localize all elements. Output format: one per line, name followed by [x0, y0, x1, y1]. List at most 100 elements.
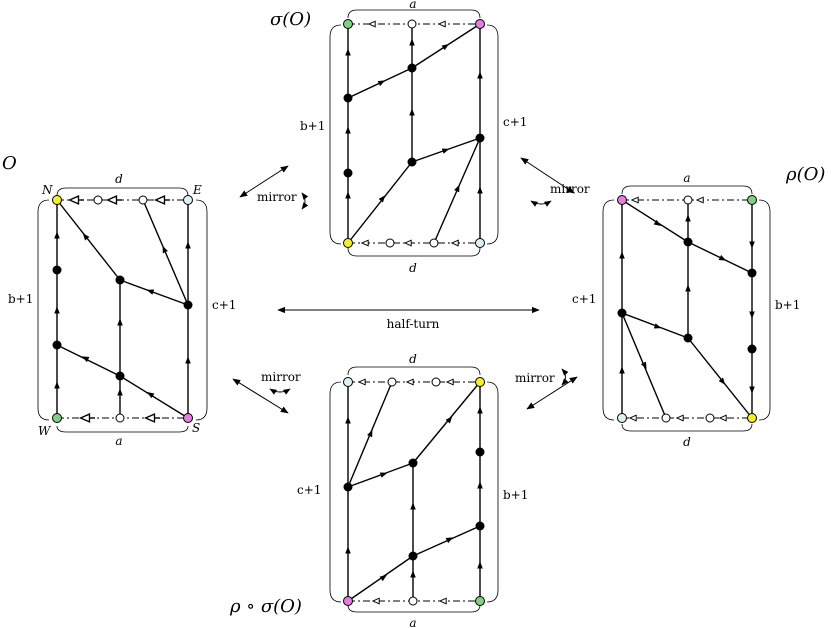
rotation-symbol — [530, 200, 552, 207]
white-vertex — [408, 596, 418, 606]
black-vertex — [683, 237, 693, 247]
label-c1: c+1 — [212, 298, 236, 312]
black-vertex — [408, 458, 418, 468]
black-vertex — [115, 275, 125, 285]
black-vertex — [408, 551, 418, 561]
edge — [347, 161, 413, 244]
brace-right — [486, 381, 499, 603]
label-d: d — [683, 435, 691, 449]
black-vertex — [475, 133, 485, 143]
edge — [412, 525, 481, 557]
black-vertex — [747, 268, 757, 278]
panel-rho-O: a d c+1 b+1 — [572, 171, 800, 449]
rotation-symbol — [301, 192, 309, 210]
edge — [347, 555, 414, 602]
mirror-label: mirror — [515, 371, 555, 385]
black-vertex — [52, 265, 62, 275]
corner-vertex-N — [52, 195, 62, 205]
brace-top — [621, 185, 753, 195]
white-vertex — [385, 238, 395, 248]
black-vertex — [343, 482, 353, 492]
black-vertex — [747, 344, 757, 354]
corner-vertex — [343, 377, 353, 387]
edge — [412, 381, 481, 464]
brace-bottom — [621, 423, 753, 432]
corner-vertex — [475, 596, 485, 606]
mirror-label: mirror — [261, 370, 301, 384]
corner-vertex — [475, 19, 485, 29]
edge — [687, 337, 753, 419]
title-rho-O: ρ(O) — [785, 164, 825, 185]
corner-vertex — [343, 19, 353, 29]
corner-vertex — [343, 238, 353, 248]
brace-bottom — [56, 425, 189, 433]
white-vertex — [683, 195, 693, 205]
edge — [56, 199, 121, 281]
label-b1: b+1 — [503, 488, 528, 502]
corner-vertex-W — [52, 413, 62, 423]
edge — [621, 312, 689, 339]
label-d: d — [115, 172, 123, 186]
corner-vertex — [747, 195, 757, 205]
black-vertex — [475, 447, 485, 457]
black-vertex — [407, 157, 417, 167]
brace-left — [329, 381, 342, 603]
rotation-symbol — [561, 368, 569, 386]
white-vertex — [93, 195, 103, 205]
corner-vertex — [343, 596, 353, 606]
edge — [687, 241, 753, 274]
label-b1: b+1 — [300, 119, 325, 133]
label-a: a — [683, 171, 690, 185]
corner-N: N — [41, 183, 53, 197]
edge — [347, 381, 393, 488]
brace-right — [758, 199, 771, 421]
mirror-arrow-top-right — [520, 157, 575, 194]
black-vertex — [343, 168, 353, 178]
black-vertex — [683, 333, 693, 343]
white-vertex — [407, 19, 417, 29]
corner-S: S — [192, 421, 200, 435]
black-vertex — [115, 371, 125, 381]
title-O: O — [2, 153, 17, 174]
panel-rho-sigma-O: d a c+1 b+1 — [297, 352, 528, 628]
label-a: a — [115, 434, 122, 448]
half-turn-label: half-turn — [387, 317, 440, 331]
brace-bottom — [347, 604, 481, 613]
mirror-arrow-bottom-right — [526, 376, 578, 410]
edge — [119, 279, 189, 306]
edge — [56, 344, 121, 377]
title-sigma-O: σ(O) — [270, 9, 311, 30]
panel-sigma-O: a d b+1 c+1 — [300, 0, 527, 275]
mirror-arrow-bottom-left — [232, 378, 289, 414]
title-rho-sigma-O: ρ ∘ σ(O) — [229, 596, 302, 617]
label-a: a — [409, 0, 416, 11]
brace-top — [347, 9, 481, 19]
corner-vertex — [475, 377, 485, 387]
edge — [142, 199, 189, 306]
black-vertex — [52, 340, 62, 350]
brace-left — [602, 199, 615, 421]
edge — [621, 312, 667, 419]
edge — [347, 462, 414, 488]
edge — [119, 375, 189, 419]
mirror-arrow-top-left — [239, 165, 289, 198]
black-vertex — [407, 63, 417, 73]
panel-O: d a b+1 c+1 N E W S — [8, 172, 236, 448]
corner-vertex — [475, 238, 485, 248]
edge — [621, 199, 689, 243]
label-b1: b+1 — [8, 292, 33, 306]
corner-E: E — [192, 183, 202, 197]
brace-top — [56, 187, 189, 197]
white-vertex — [138, 195, 148, 205]
black-vertex — [343, 93, 353, 103]
rotation-symbol — [269, 388, 291, 395]
label-c1: c+1 — [572, 292, 596, 306]
corner-vertex — [747, 413, 757, 423]
brace-top — [347, 366, 481, 376]
white-vertex — [705, 413, 715, 423]
black-vertex — [617, 308, 627, 318]
label-a: a — [409, 616, 416, 628]
brace-right — [486, 24, 499, 245]
white-vertex — [387, 377, 397, 387]
white-vertex — [115, 413, 125, 423]
